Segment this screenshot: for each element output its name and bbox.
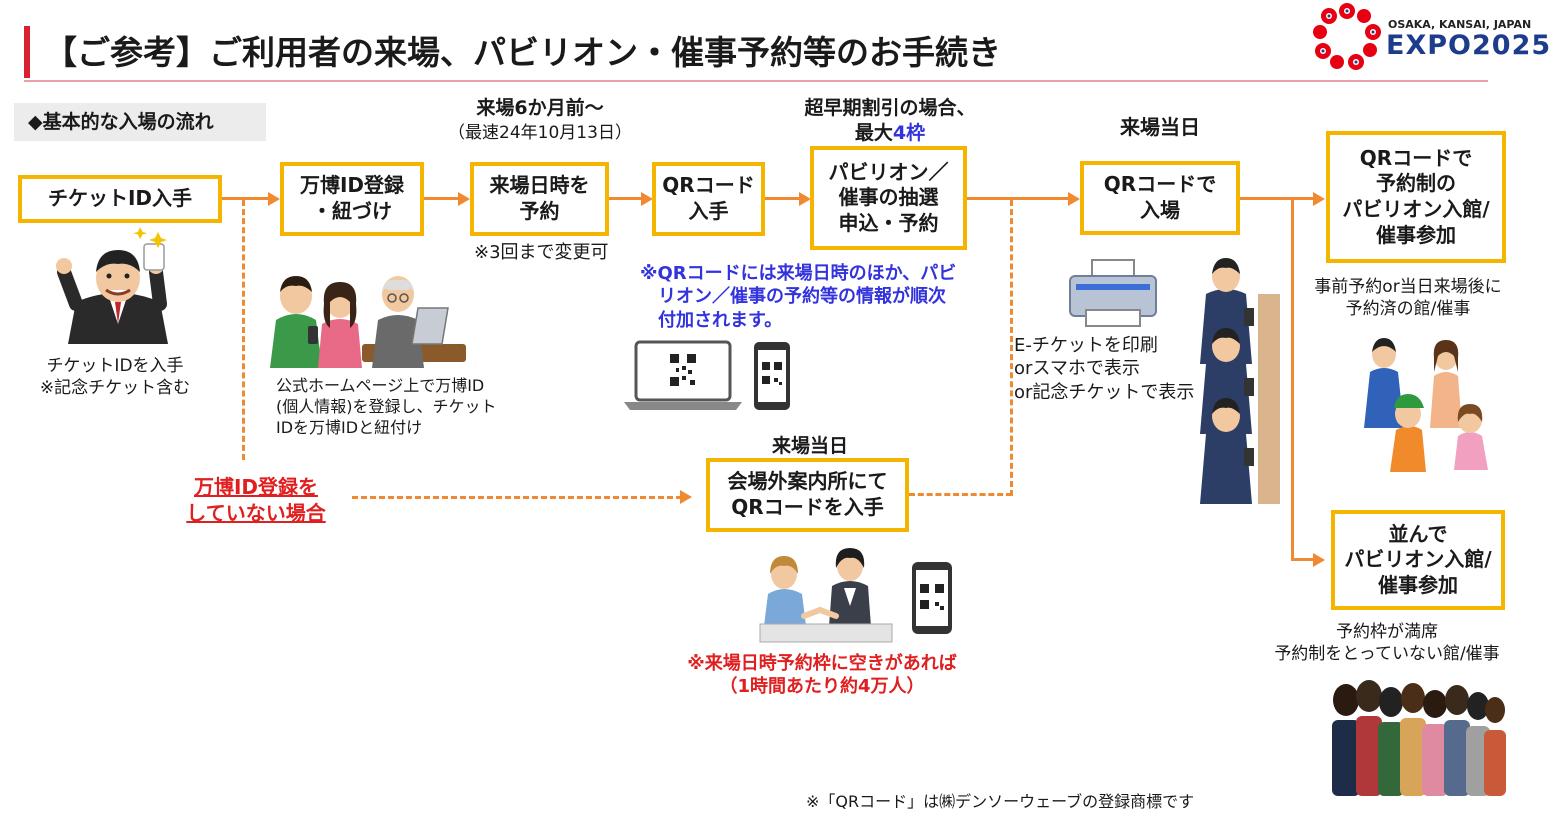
onsite-note: ※来場日時予約枠に空きがあれば （1時間あたり約4万人） (687, 653, 957, 698)
early-bird-label: 超早期割引の場合、 (804, 97, 976, 119)
arrow-right-icon (1068, 192, 1080, 206)
change-limit-note: ※3回まで変更可 (474, 242, 609, 263)
step-reserved-pavilion: QRコードで 予約制の パビリオン入館/ 催事参加 (1326, 131, 1506, 263)
connector-line (609, 197, 643, 200)
ticket-caption: チケットIDを入手 ※記念チケット含む (39, 356, 191, 399)
arrow-right-icon (799, 192, 811, 206)
section-label: ◆基本的な入場の流れ (14, 103, 266, 141)
family-registering-on-pc-icon (270, 276, 466, 368)
page-title: 【ご参考】ご利用者の来場、パビリオン・催事予約等のお手続き (44, 33, 1001, 72)
printer-icon (1069, 259, 1157, 327)
arrow-right-icon (680, 490, 692, 504)
arrow-right-icon (268, 192, 280, 206)
phone-qr-icon (754, 342, 790, 410)
connector-line (765, 197, 801, 200)
day-of-label: 来場当日 (1120, 115, 1200, 139)
connector-line (424, 197, 460, 200)
reserved-caption: 事前予約or当日来場後に 予約済の館/催事 (1314, 277, 1502, 320)
information-desk-icon (759, 548, 893, 643)
dashed-connector (1010, 200, 1013, 496)
queue-caption: 予約枠が満席 予約制をとっていない館/催事 (1274, 622, 1500, 665)
family-running-icon (1364, 338, 1488, 472)
title-divider (24, 80, 1488, 82)
logo-expo-year: 2025 (1472, 30, 1551, 61)
day-of-label-2: 来場当日 (771, 435, 848, 457)
early-bird-frames: 4枠 (892, 122, 926, 144)
trademark-note: ※「QRコード」は㈱デンソーウェーブの登録商標です (806, 792, 1195, 811)
cheering-man-with-ticket-icon (56, 227, 168, 344)
step-onsite-qr: 会場外案内所にて QRコードを入手 (706, 458, 909, 532)
connector-line (1291, 197, 1315, 200)
laptop-qr-icon (624, 340, 742, 410)
phone-qr-icon (912, 562, 952, 634)
logo-location-text: OSAKA, KANSAI, JAPAN (1388, 18, 1532, 31)
early-bird-max-label: 最大4枠 (790, 121, 990, 146)
queue-crowd-icon (1332, 680, 1506, 796)
dashed-connector (242, 200, 245, 460)
connector-line (222, 197, 270, 200)
arrow-right-icon (1313, 192, 1325, 206)
people-scanning-at-gate-icon (1200, 258, 1280, 504)
arrow-right-icon (1313, 553, 1325, 567)
six-months-label: 来場6か月前～ (476, 97, 604, 119)
logo-expo-text: EXPO2025 (1386, 30, 1551, 61)
step-queue-pavilion: 並んで パビリオン入館/ 催事参加 (1331, 510, 1505, 610)
step-enter-with-qr: QRコードで 入場 (1080, 161, 1240, 235)
dashed-connector (909, 493, 1012, 496)
print-caption: E-チケットを印刷 orスマホで表示 or記念チケットで表示 (1014, 335, 1195, 403)
connector-line (1291, 558, 1315, 561)
branch-line (1291, 197, 1294, 560)
step-get-qr: QRコード 入手 (652, 162, 765, 236)
register-caption: 公式ホームページ上で万博ID (個人情報)を登録し、チケット IDを万博IDと紐… (276, 376, 497, 437)
expo-logo-icon (1313, 3, 1381, 70)
step-reserve-date: 来場日時を 予約 (470, 162, 609, 236)
earliest-date-label: （最速24年10月13日） (448, 123, 632, 143)
title-accent-bar (24, 26, 30, 78)
step-register-id: 万博ID登録 ・紐づけ (280, 162, 424, 236)
dashed-connector (352, 496, 682, 499)
step-pavilion-lottery: パビリオン／ 催事の抽選 申込・予約 (810, 146, 967, 250)
early-bird-max-text: 最大 (854, 122, 893, 144)
arrow-right-icon (641, 192, 653, 206)
connector-line (1240, 197, 1292, 200)
qr-info-note: ※QRコードには来場日時のほか、パビ リオン／催事の予約等の情報が順次 付加され… (640, 263, 957, 331)
logo-expo-word: EXPO (1386, 30, 1473, 61)
not-registered-label: 万博ID登録を していない場合 (186, 475, 326, 525)
step-ticket-id: チケットID入手 (18, 175, 222, 223)
connector-line (967, 197, 1070, 200)
arrow-right-icon (458, 192, 470, 206)
